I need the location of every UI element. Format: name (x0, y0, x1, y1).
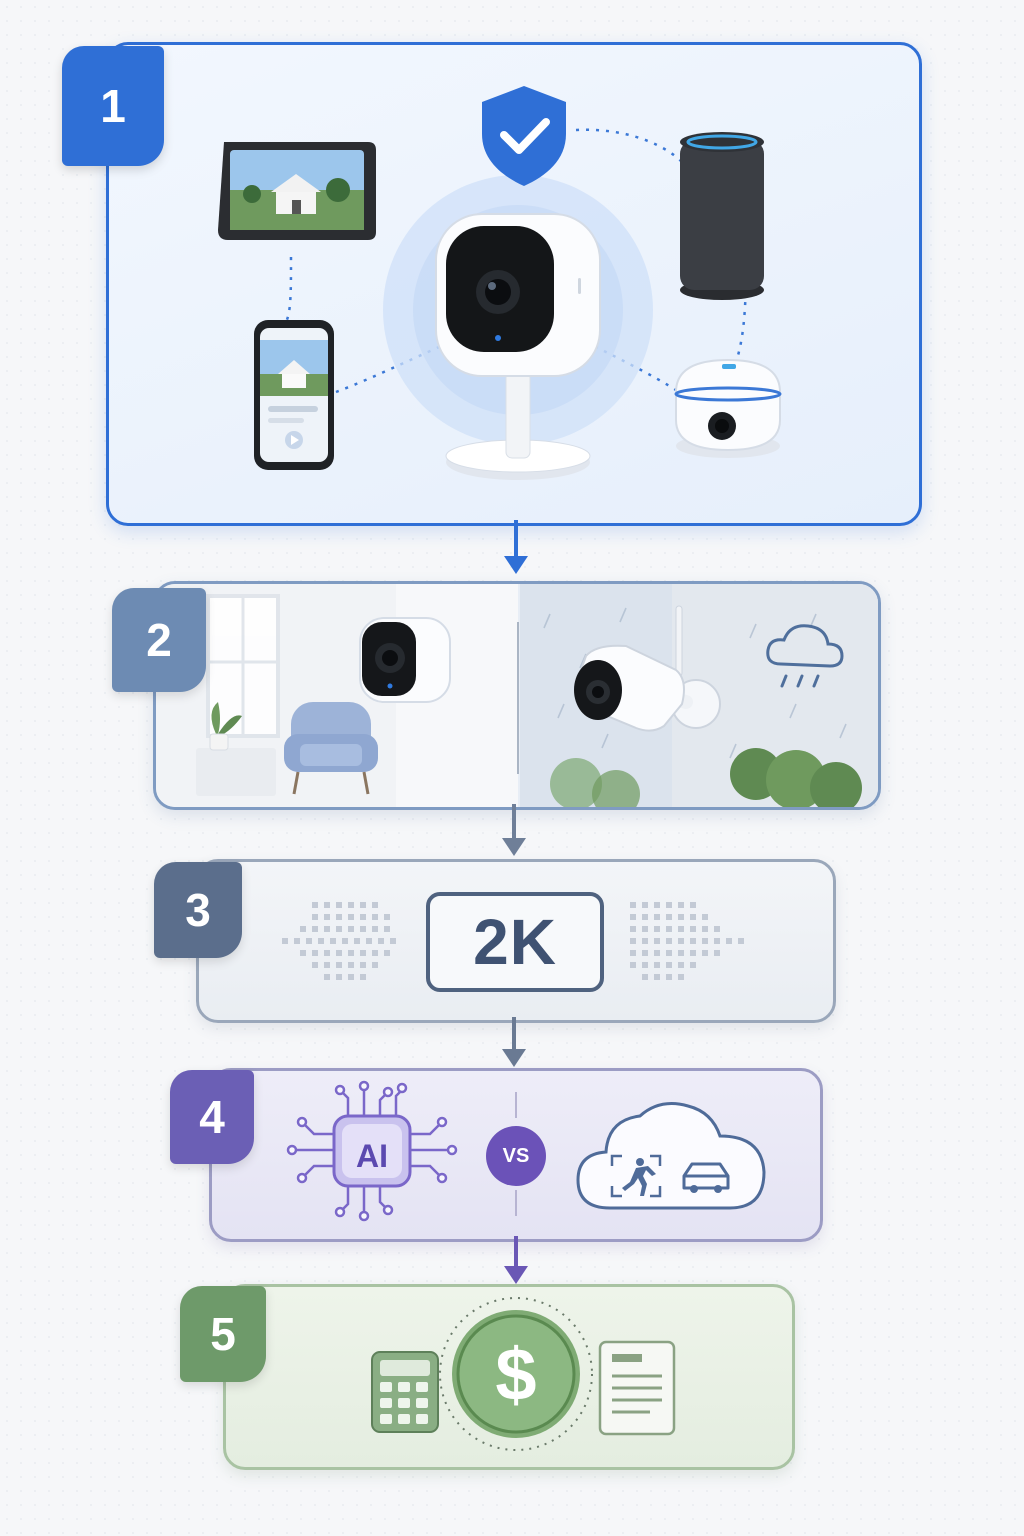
smartphone-icon (254, 320, 334, 470)
pixel-grid-left (282, 902, 396, 980)
indoor-camera-icon (359, 617, 451, 703)
flow-arrow-1-2 (504, 520, 528, 574)
step-5-card (223, 1284, 795, 1470)
cloud-detection-icon (576, 1102, 766, 1210)
step-1-illustration (218, 86, 782, 480)
indoor-camera-icon (435, 213, 601, 480)
flow-arrow-3-4 (502, 1017, 526, 1067)
step-4-number-badge: 4 (170, 1070, 254, 1164)
flow-arrow-2-3 (502, 804, 526, 856)
step-5-illustration (371, 1297, 676, 1451)
step-2-card (153, 581, 881, 810)
armchair-icon (284, 702, 378, 795)
step-1-number-badge: 1 (62, 46, 164, 166)
smart-speaker-icon (680, 132, 764, 300)
document-icon (598, 1340, 676, 1436)
smart-display-icon (218, 142, 376, 240)
ai-chip-label: AI (356, 1137, 388, 1174)
step-2-illustration (156, 584, 878, 807)
outdoor-camera-icon (574, 605, 721, 732)
pixel-grid-right (630, 902, 744, 980)
shield-check-icon (482, 86, 566, 186)
rain-cloud-icon (766, 624, 844, 688)
divider-bottom (515, 1190, 517, 1216)
step-2-number-badge: 2 (112, 588, 206, 692)
dome-camera-icon (674, 358, 782, 458)
person-running-icon (622, 1158, 656, 1196)
resolution-text: 2K (473, 906, 557, 978)
vs-badge: VS (486, 1126, 546, 1186)
step-3-number-badge: 3 (154, 862, 242, 958)
flow-arrow-4-5 (504, 1236, 528, 1284)
ai-chip-icon (286, 1080, 458, 1222)
step-5-number-badge: 5 (180, 1286, 266, 1382)
divider-top (515, 1092, 517, 1118)
bushes (550, 748, 862, 807)
detection-frame (610, 1154, 662, 1198)
dollar-coin-icon (452, 1310, 580, 1438)
resolution-badge: 2K (426, 892, 604, 992)
car-icon (682, 1162, 730, 1190)
plant-icon (209, 702, 242, 751)
dollar-symbol: $ (495, 1332, 537, 1416)
calculator-icon (371, 1351, 439, 1433)
